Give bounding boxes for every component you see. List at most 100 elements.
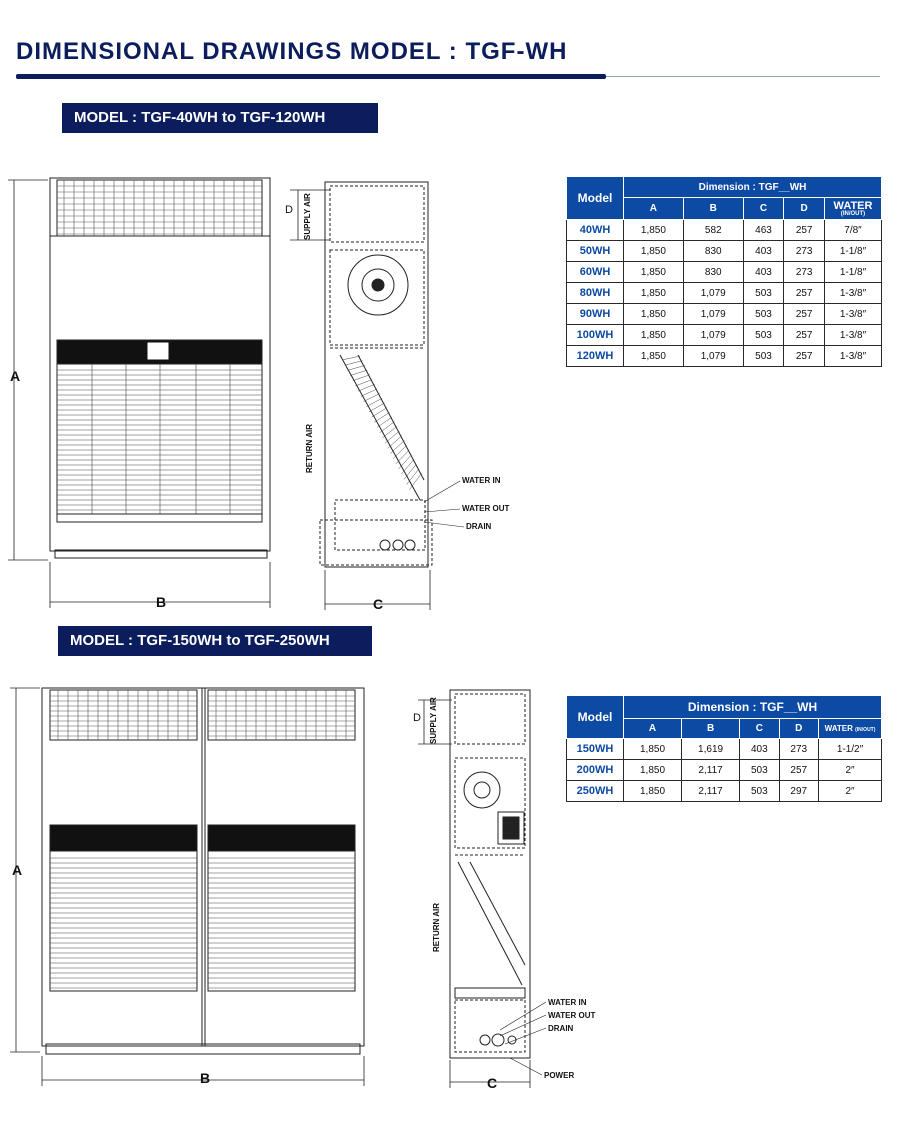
title-underline: [16, 74, 606, 79]
cell-d: 273: [783, 261, 825, 283]
cell-b: 1,079: [682, 282, 744, 304]
cell-c: 503: [742, 324, 785, 346]
cell-b: 2,117: [681, 759, 741, 781]
cell-d: 297: [778, 780, 820, 802]
power-label: POWER: [544, 1071, 575, 1080]
cell-water: 7/8″: [824, 219, 882, 241]
dimension-header: Dimension : TGF__WH: [623, 695, 882, 719]
cell-b: 582: [682, 219, 744, 241]
drain-label-large: DRAIN: [548, 1024, 574, 1033]
cell-b: 1,079: [682, 324, 744, 346]
cell-c: 503: [739, 759, 780, 781]
cell-a: 1,850: [622, 738, 683, 760]
dimension-a-line: [8, 179, 48, 561]
model-banner-large: MODEL : TGF-150WH to TGF-250WH: [58, 626, 372, 656]
cell-a: 1,850: [623, 282, 684, 304]
cell-c: 463: [742, 219, 785, 241]
cell-model: 80WH: [566, 282, 624, 304]
cell-water: 1-3/8″: [824, 345, 882, 367]
cell-a: 1,850: [623, 324, 684, 346]
base-rail: [56, 513, 263, 523]
cell-model: 50WH: [566, 240, 624, 262]
dimension-c-label: C: [373, 596, 384, 612]
supply-grille: [56, 179, 263, 237]
col-b-header: B: [682, 197, 744, 220]
cell-water: 1-1/8″: [824, 240, 882, 262]
cell-model: 90WH: [566, 303, 624, 325]
col-c-header: C: [742, 197, 785, 220]
port-leader-lines-large: [499, 1001, 547, 1076]
cell-model: 100WH: [566, 324, 624, 346]
dimension-c-line: [324, 570, 431, 610]
cell-a: 1,850: [622, 780, 683, 802]
page-title: DIMENSIONAL DRAWINGS MODEL : TGF-WH: [16, 38, 568, 65]
cell-model: 250WH: [566, 780, 624, 802]
cell-d: 257: [783, 303, 825, 325]
cell-a: 1,850: [623, 219, 684, 241]
col-b-header: B: [681, 718, 741, 739]
port-leader-lines: [423, 480, 465, 528]
cell-d: 257: [783, 219, 825, 241]
unit-outline: [49, 177, 271, 552]
side-view-large: [449, 689, 531, 1059]
unit-plinth: [54, 549, 268, 559]
cell-model: 200WH: [566, 759, 624, 781]
water-out-label-large: WATER OUT: [548, 1011, 596, 1020]
front-view-small: [49, 177, 271, 559]
water-header: WATER (IN/OUT): [818, 718, 882, 739]
cell-c: 503: [739, 780, 780, 802]
cell-water: 2″: [818, 780, 882, 802]
water-header-label: WATER: [824, 724, 853, 733]
cell-model: 40WH: [566, 219, 624, 241]
col-a-header: A: [622, 718, 683, 739]
dimension-d-line: [290, 189, 330, 241]
dimension-table-small: Model Dimension : TGF__WH A B C D WATER …: [566, 176, 882, 367]
dimension-c-line-large: [449, 1060, 531, 1088]
cell-d: 273: [778, 738, 820, 760]
dimension-a-line-large: [10, 687, 40, 1053]
water-header: WATER (IN/OUT): [824, 197, 882, 220]
col-c-header: C: [739, 718, 780, 739]
model-banner-small: MODEL : TGF-40WH to TGF-120WH: [62, 103, 378, 133]
dimension-table-large: Model Dimension : TGF__WH A B C D WATER …: [566, 695, 882, 802]
dimension-b-label-large: B: [200, 1070, 211, 1086]
supply-air-label: SUPPLY AIR: [303, 193, 312, 240]
cell-water: 2″: [818, 759, 882, 781]
cell-model: 150WH: [566, 738, 624, 760]
cell-d: 257: [778, 759, 820, 781]
water-header-label: WATER: [833, 199, 873, 212]
cell-b: 830: [682, 261, 744, 283]
dimension-b-line-large: [41, 1056, 365, 1086]
cell-b: 2,117: [681, 780, 741, 802]
cell-water: 1-1/2″: [818, 738, 882, 760]
cell-water: 1-3/8″: [824, 282, 882, 304]
water-header-sub: (IN/OUT): [840, 210, 866, 217]
col-a-header: A: [623, 197, 684, 220]
cell-c: 503: [742, 282, 785, 304]
dimension-d-label: D: [285, 204, 293, 216]
side-view-small: [319, 181, 433, 568]
cell-water: 1-1/8″: [824, 261, 882, 283]
dimension-header: Dimension : TGF__WH: [623, 176, 882, 198]
water-in-label-large: WATER IN: [548, 998, 587, 1007]
drain-label: DRAIN: [466, 522, 492, 531]
supply-air-label-large: SUPPLY AIR: [429, 697, 438, 744]
front-view-large: [41, 687, 365, 1055]
cell-model: 120WH: [566, 345, 624, 367]
cell-b: 830: [682, 240, 744, 262]
water-out-label: WATER OUT: [462, 504, 510, 513]
dimension-d-line-large: [418, 699, 452, 745]
cell-c: 503: [742, 303, 785, 325]
model-header: Model: [566, 176, 624, 220]
model-header: Model: [566, 695, 624, 739]
cell-d: 273: [783, 240, 825, 262]
cell-c: 503: [742, 345, 785, 367]
cell-a: 1,850: [622, 759, 683, 781]
cell-model: 60WH: [566, 261, 624, 283]
cell-a: 1,850: [623, 303, 684, 325]
